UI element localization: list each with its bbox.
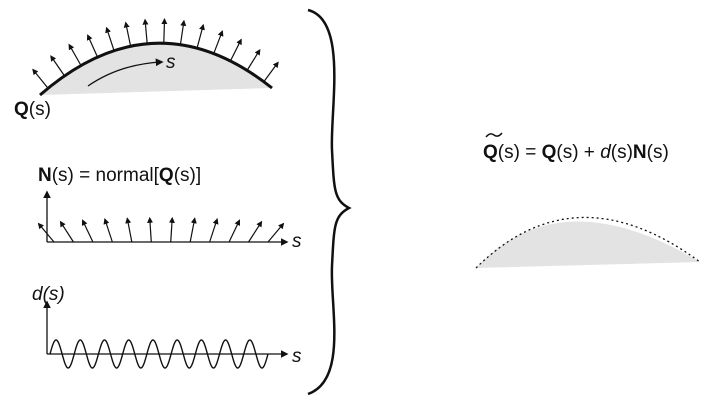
tilde-mark [485, 132, 503, 138]
curve-normal-arrow [142, 18, 149, 44]
displacement-label: d(s) [32, 284, 65, 305]
normal-equation: N(s) = normal[Q(s)] [38, 165, 201, 186]
curve-param-label: s [166, 52, 176, 73]
normal-arrow [147, 216, 154, 243]
normal-arrow [103, 218, 113, 243]
displacement-panel: d(s) s [32, 284, 302, 369]
curve-normal-arrow [263, 61, 279, 83]
curve-q [39, 41, 273, 97]
curve-normal-arrow [161, 18, 168, 44]
normal-arrow [189, 217, 197, 243]
curve-normal-arrow [213, 30, 224, 54]
curve-label: Q(s) [14, 99, 51, 120]
curve-normal-arrow [123, 21, 132, 47]
normal-arrow [37, 222, 55, 243]
curve-normal-arrow [246, 48, 261, 71]
curve-normal-arrow [196, 23, 205, 49]
displaced-curve [475, 216, 701, 269]
param-direction-arrow [87, 58, 164, 87]
curve-normal-arrow [86, 34, 99, 58]
curve-normal-arrow [179, 19, 187, 45]
displacement-axis-label: s [292, 346, 302, 367]
normal-arrow [248, 220, 263, 243]
normal-panel: N(s) = normal[Q(s)] s [37, 165, 302, 252]
normal-arrow [125, 217, 133, 243]
normal-arrow [228, 219, 241, 243]
normal-arrow [59, 220, 74, 243]
curve-region [40, 43, 272, 95]
curve-normal-arrow [105, 26, 115, 51]
displacement-wave [49, 339, 269, 369]
curly-brace [307, 8, 352, 396]
curve-normal-arrow [229, 38, 242, 62]
normal-arrow [168, 216, 175, 243]
curve-normal-arrow [32, 68, 49, 89]
normal-arrow [209, 218, 219, 243]
normal-axis-label: s [292, 231, 302, 252]
curve-normals [32, 18, 279, 89]
normal-arrow [267, 222, 285, 243]
normal-arrow [81, 219, 94, 243]
curve-panel: s Q(s) [14, 18, 279, 120]
curve-normal-arrow [68, 43, 82, 66]
result-equation: Q(s) = Q(s) + d(s)N(s) [483, 142, 669, 163]
curve-normal-arrow [50, 55, 66, 77]
normal-arrows [37, 216, 285, 243]
result-panel: Q(s) = Q(s) + d(s)N(s) [475, 132, 701, 269]
displaced-region [476, 221, 700, 268]
